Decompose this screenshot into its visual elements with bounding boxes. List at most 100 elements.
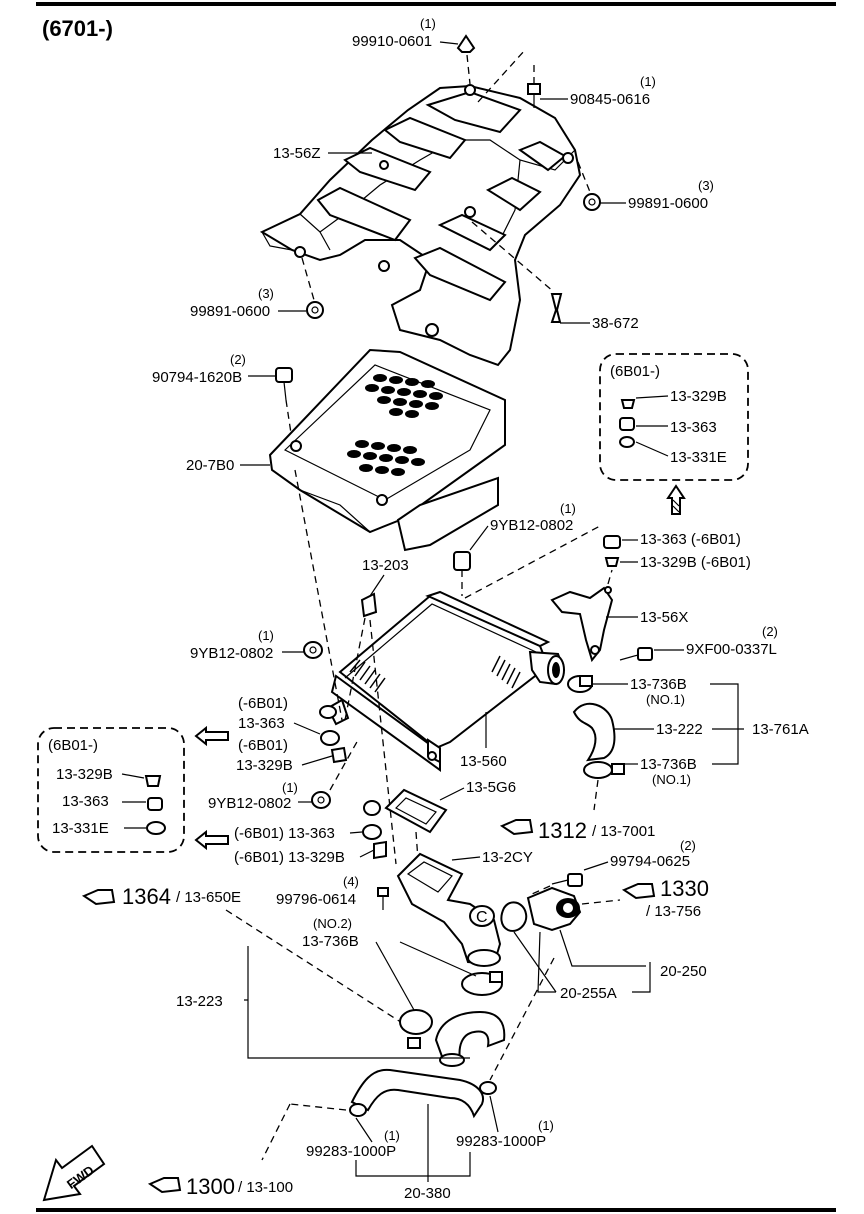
nut-9YB12-0802-mid (303, 641, 323, 659)
clip-99910-0601 (456, 34, 476, 53)
ref-1312[interactable]: 1312 (538, 818, 587, 843)
qty-9XF00: (2) (762, 624, 778, 639)
label-6B01-a: (-6B01) (238, 695, 288, 712)
grommet-13-363-left (319, 705, 348, 764)
ref-13-7001[interactable]: / 13-7001 (592, 823, 655, 840)
qty-9YB12a: (1) (560, 501, 576, 516)
qty-9YB12c: (1) (282, 780, 298, 795)
fins (349, 655, 521, 693)
label-38-672: 38-672 (592, 315, 639, 332)
label-13-736B-top: 13-736B (630, 676, 687, 693)
inset-right-item-13-331E: 13-331E (670, 449, 727, 466)
ref-13-756[interactable]: / 13-756 (646, 903, 701, 920)
qty-99796: (4) (343, 874, 359, 889)
label-13-363-low: (-6B01) 13-363 (234, 825, 335, 842)
qty-90794: (2) (230, 352, 246, 367)
note-13-736B-top: (NO.1) (646, 692, 685, 707)
ref-13-650E[interactable]: / 13-650E (176, 889, 241, 906)
label-90845-0616: 90845-0616 (570, 91, 650, 108)
hatched-arrow-icon (666, 484, 686, 515)
label-13-56Z: 13-56Z (273, 145, 321, 162)
label-99891-0600-right: 99891-0600 (628, 195, 708, 212)
note-13-736B-no2: (NO.2) (313, 916, 352, 931)
inset-right-title: (6B01-) (610, 363, 660, 380)
inset-left-title: (6B01-) (48, 737, 98, 754)
bolt-90845-0616 (527, 60, 541, 108)
clamp-13-736B-no2-a (461, 971, 503, 996)
bracket-13-56X (550, 569, 614, 663)
qty-90845: (1) (640, 74, 656, 89)
qty-99283b: (1) (538, 1118, 554, 1133)
label-99283-1000P-left: 99283-1000P (306, 1143, 396, 1160)
nut-9YB12-0802-top (453, 551, 471, 596)
inset-left-item-13-331E: 13-331E (52, 820, 109, 837)
grommet-13-363-right (603, 535, 621, 549)
seal-icon (619, 436, 635, 448)
clamp-13-736B-no1-top (567, 675, 593, 693)
hatched-arrow-left-bottom (194, 829, 229, 851)
label-9XF00-0337L: 9XF00-0337L (686, 641, 777, 658)
ref-1300[interactable]: 1300 (186, 1174, 235, 1199)
bolt-99794-0625 (551, 873, 583, 887)
inset-right-item-13-329B: 13-329B (670, 388, 727, 405)
inset-6B01-right: (6B01-) 13-329B 13-363 13-331E (599, 353, 749, 481)
label-13-363-right: 13-363 (-6B01) (640, 531, 741, 548)
label-13-329B-right: 13-329B (-6B01) (640, 554, 751, 571)
label-9YB12-0802-top: 9YB12-0802 (490, 517, 573, 534)
hatched-arrow-left-top (194, 725, 229, 747)
hand-pointer-icon (81, 889, 116, 906)
clip-13-203 (360, 592, 378, 618)
hose-13-223 (434, 1010, 506, 1067)
label-13-203: 13-203 (362, 557, 409, 574)
label-13-5G6: 13-5G6 (466, 779, 516, 796)
hose-13-222 (572, 702, 616, 762)
label-99794-0625: 99794-0625 (610, 853, 690, 870)
label-20-255A: 20-255A (560, 985, 617, 1002)
label-20-250: 20-250 (660, 963, 707, 980)
label-9YB12-0802-low: 9YB12-0802 (208, 795, 291, 812)
nut-99891-0600-left (306, 301, 324, 319)
nut-9YB12-0802-low (311, 791, 331, 809)
label-13-363-left: 13-363 (238, 715, 285, 732)
label-99891-0600-left: 99891-0600 (190, 303, 270, 320)
ref-1364[interactable]: 1364 (122, 884, 171, 909)
ref-1330[interactable]: 1330 (660, 876, 709, 901)
label-13-56X: 13-56X (640, 609, 688, 626)
bolt-99796-0614 (377, 887, 389, 910)
label-13-329B-left: 13-329B (236, 757, 293, 774)
bolt-90794-1620B (275, 367, 293, 441)
nut-99891-0600-right (583, 193, 601, 211)
label-99796-0614: 99796-0614 (276, 891, 356, 908)
note-13-736B-bottom: (NO.1) (652, 772, 691, 787)
qty-99891b: (3) (258, 286, 274, 301)
qty-99283a: (1) (384, 1128, 400, 1143)
grommet-icon (619, 417, 635, 431)
label-13-560: 13-560 (460, 753, 507, 770)
label-13-2CY: 13-2CY (482, 849, 533, 866)
duct-13-2CY: C (396, 852, 502, 967)
clip-38-672 (550, 293, 563, 323)
hose-20-380 (349, 1068, 497, 1119)
qty-99910: (1) (420, 16, 436, 31)
ref-13-100[interactable]: / 13-100 (238, 1179, 293, 1196)
inset-right-item-13-363: 13-363 (670, 419, 717, 436)
label-20-7B0: 20-7B0 (186, 457, 234, 474)
label-13-222: 13-222 (656, 721, 703, 738)
label-90794-1620B: 90794-1620B (152, 369, 242, 386)
label-99283-1000P-right: 99283-1000P (456, 1133, 546, 1150)
label-6B01-b: (-6B01) (238, 737, 288, 754)
qty-99794: (2) (680, 838, 696, 853)
clamp-13-736B-no2-b (399, 1009, 433, 1049)
washer-icon (620, 399, 636, 409)
label-99910-0601: 99910-0601 (352, 33, 432, 50)
air-duct-20-7B0 (268, 348, 506, 552)
label-13-223: 13-223 (176, 993, 223, 1010)
qty-99891a: (3) (698, 178, 714, 193)
label-13-736B-no2: 13-736B (302, 933, 359, 950)
inset-6B01-left: (6B01-) 13-329B 13-363 13-331E (37, 727, 185, 853)
hand-pointer-icon (147, 1177, 182, 1194)
fwd-arrow-icon: FWD (42, 1144, 106, 1202)
label-13-736B-bottom: 13-736B (640, 756, 697, 773)
